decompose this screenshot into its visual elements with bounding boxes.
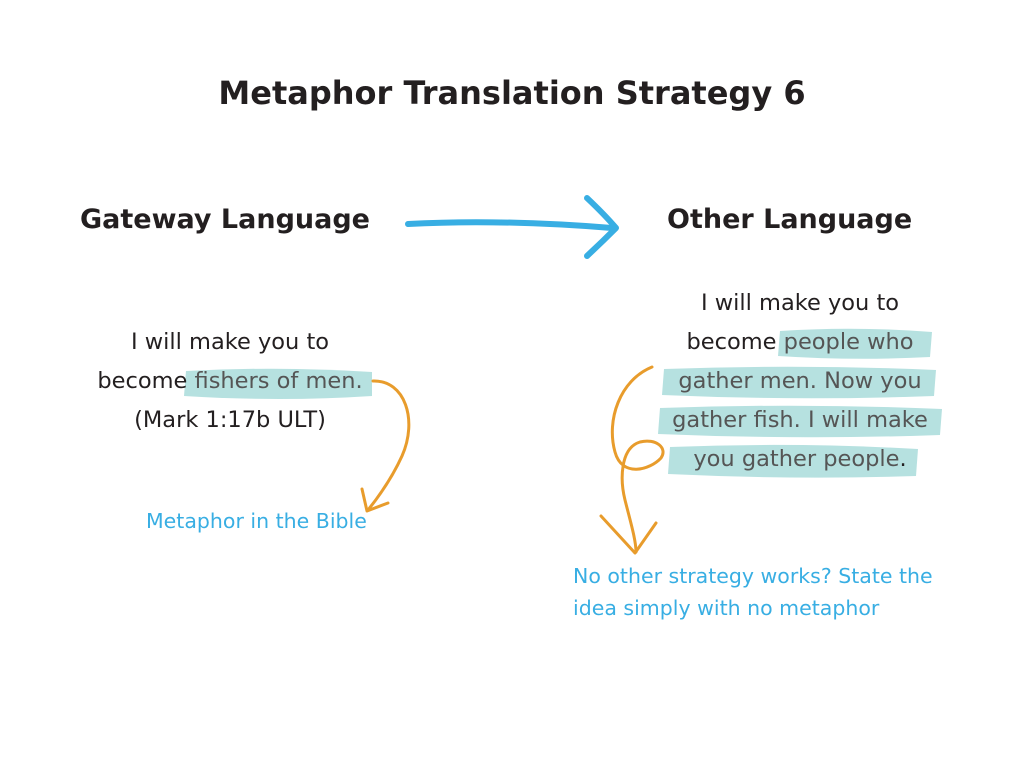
highlight-right-4 bbox=[668, 444, 918, 478]
other-language-text: I will make you to become people who gat… bbox=[640, 284, 960, 479]
page-title: Metaphor Translation Strategy 6 bbox=[218, 74, 806, 112]
gateway-language-heading: Gateway Language bbox=[80, 204, 370, 235]
other-line-3: gather men. Now you bbox=[678, 368, 922, 394]
gateway-metaphor-highlight: fishers of men. bbox=[194, 368, 363, 394]
other-line-2-plain: become bbox=[686, 329, 777, 355]
gateway-language-text: I will make you to become fishers of men… bbox=[60, 323, 400, 440]
other-line-4: gather fish. I will make bbox=[672, 407, 928, 433]
highlight-right-3 bbox=[658, 405, 942, 438]
curved-arrow-down-icon-left bbox=[360, 379, 411, 513]
gateway-line-2-plain: become bbox=[97, 368, 188, 394]
other-language-heading: Other Language bbox=[667, 204, 913, 235]
gateway-line-1: I will make you to bbox=[130, 329, 330, 355]
strategy-note: No other strategy works? State the idea … bbox=[573, 560, 993, 624]
other-line-5: you gather people. bbox=[640, 440, 960, 479]
strategy-note-line-2: idea simply with no metaphor bbox=[573, 596, 880, 620]
metaphor-note: Metaphor in the Bible bbox=[146, 509, 367, 533]
other-line-5-end: . bbox=[899, 446, 907, 472]
other-line-2: become people who bbox=[640, 323, 960, 362]
other-line-2-highlight: people who bbox=[783, 329, 914, 355]
highlight-left bbox=[184, 368, 372, 399]
other-line-5-highlight: you gather people bbox=[693, 446, 900, 472]
highlight-right-2 bbox=[662, 366, 936, 399]
highlight-right-1 bbox=[778, 328, 932, 359]
gateway-line-2: become fishers of men. bbox=[60, 362, 400, 401]
right-arrow-icon bbox=[405, 195, 619, 259]
other-line-1: I will make you to bbox=[700, 290, 900, 316]
curved-arrow-down-icon-right bbox=[599, 365, 665, 555]
gateway-reference: (Mark 1:17b ULT) bbox=[134, 407, 326, 433]
strategy-note-line-1: No other strategy works? State the bbox=[573, 564, 933, 588]
